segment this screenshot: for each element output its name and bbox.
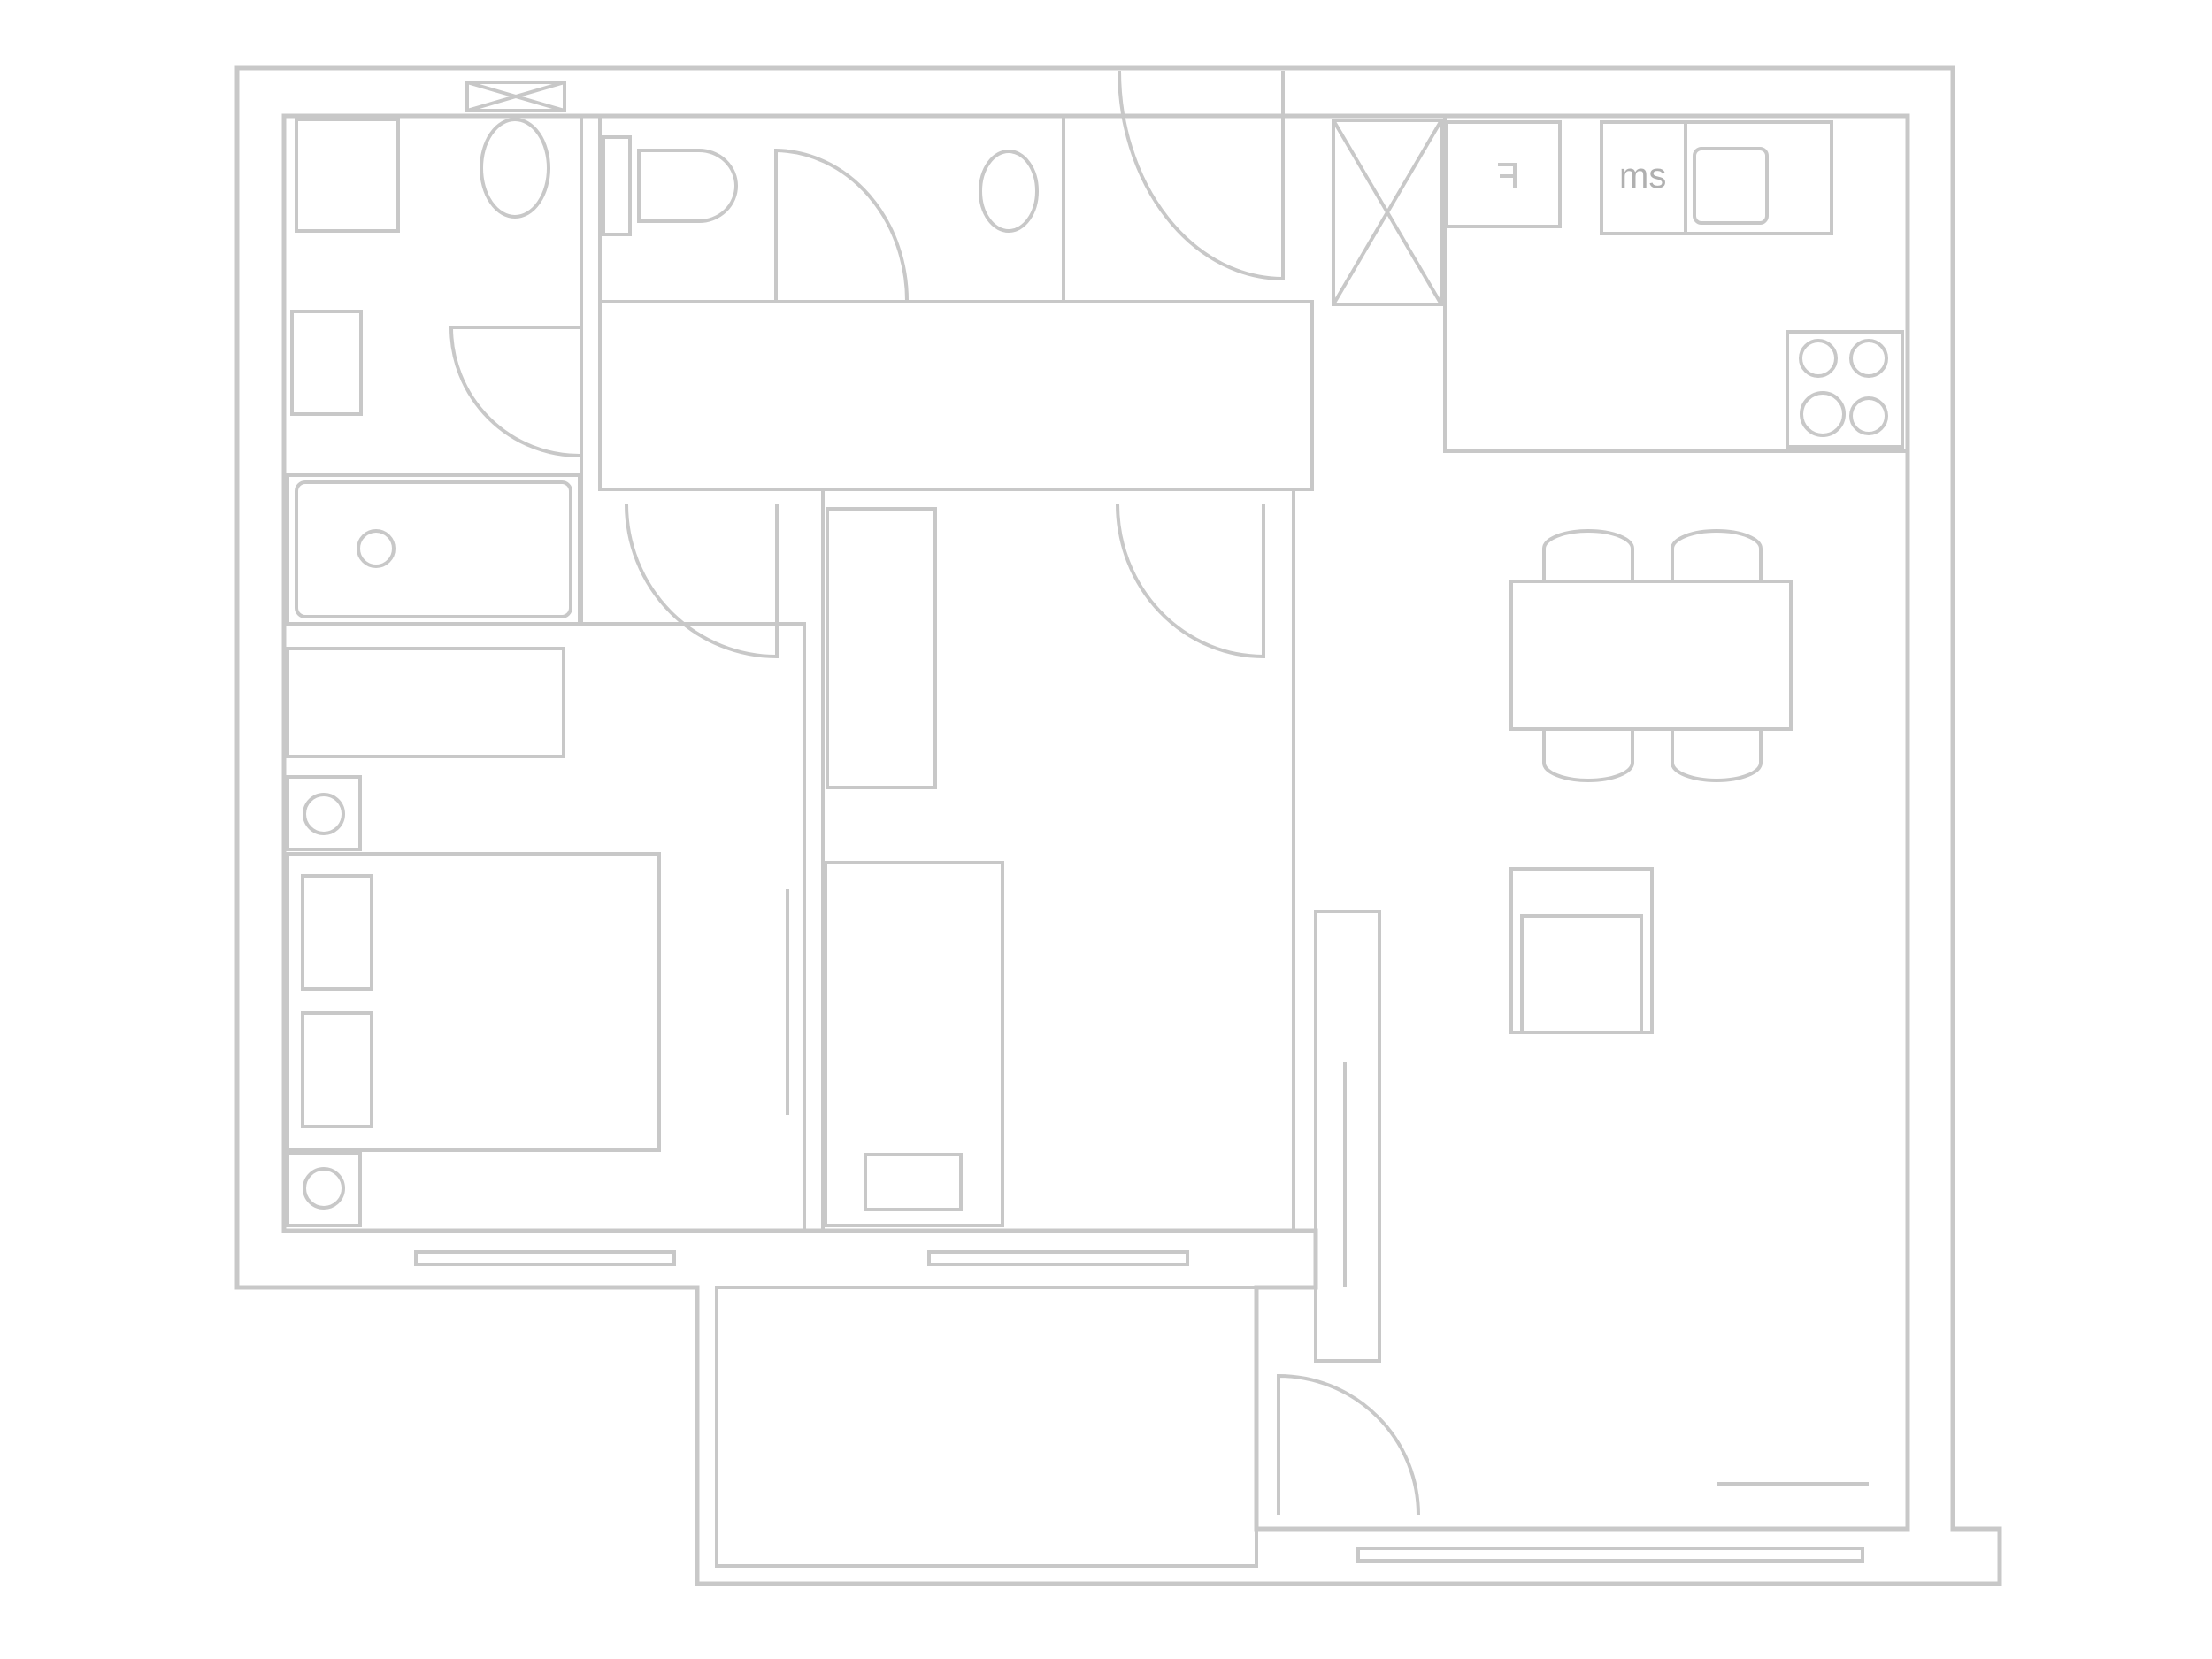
- bathroom: [282, 114, 583, 626]
- bidet: [480, 118, 550, 219]
- chair: [1671, 729, 1763, 782]
- balcony-door-swing: [1277, 1373, 1420, 1516]
- chair: [1542, 529, 1634, 581]
- toilet-door-swing: [774, 148, 910, 303]
- kitchen-sink-basin: [1693, 147, 1769, 225]
- entrance-door-swing: [1118, 70, 1285, 281]
- sink: [979, 150, 1039, 233]
- bedroom: [282, 622, 806, 1233]
- oven: [1445, 120, 1562, 228]
- hob: [1786, 330, 1904, 449]
- bathroom-door-swing: [449, 326, 580, 457]
- chair: [1542, 729, 1634, 782]
- kitchen-sink: [1684, 120, 1833, 235]
- nightstand: [286, 1151, 362, 1227]
- hob-burner: [1849, 396, 1888, 435]
- toilet-bowl: [637, 149, 738, 223]
- toilet-room: [598, 114, 1065, 303]
- fridge: [1332, 119, 1443, 306]
- outer-wall: [234, 65, 2002, 1586]
- double-bed: [286, 852, 661, 1152]
- balcony: [715, 1286, 1258, 1568]
- chair: [1671, 529, 1763, 581]
- washbasin: [290, 310, 363, 416]
- bathtub-drain: [357, 529, 396, 568]
- vent-cross: [466, 81, 565, 112]
- armchair-seat: [1520, 914, 1643, 1034]
- window: [1356, 1547, 1864, 1563]
- hob-burner: [1800, 391, 1846, 437]
- lamp-icon: [303, 793, 345, 835]
- hob-burner: [1849, 339, 1888, 378]
- window: [414, 1250, 676, 1266]
- fridge-cross: [1332, 119, 1443, 306]
- nightstand: [286, 775, 362, 851]
- kitchen-counter: [1443, 114, 1909, 453]
- second-room: [821, 488, 1295, 1233]
- window: [927, 1250, 1189, 1266]
- dining-table: [1509, 580, 1793, 731]
- bedroom-door-swing: [625, 503, 779, 659]
- room-door-swing: [1116, 503, 1265, 659]
- tv-cabinet: [1314, 910, 1381, 1363]
- pillow: [301, 874, 373, 991]
- bathtub-inner: [295, 480, 572, 618]
- wardrobe: [286, 647, 565, 758]
- shower-tray: [295, 118, 400, 233]
- shelving: [826, 507, 937, 789]
- vent-box: [465, 81, 566, 112]
- toilet-cistern: [602, 135, 632, 236]
- single-bed: [824, 861, 1004, 1227]
- bathtub: [286, 473, 581, 626]
- lamp-icon: [303, 1167, 345, 1210]
- bed-pillow: [864, 1153, 963, 1211]
- hall: [598, 300, 1314, 491]
- hob-burner: [1799, 339, 1838, 378]
- microwave-label: ms: [1619, 157, 1666, 196]
- oven-symbol-icon: [1498, 163, 1517, 188]
- armchair: [1509, 867, 1654, 1034]
- pillow: [301, 1011, 373, 1128]
